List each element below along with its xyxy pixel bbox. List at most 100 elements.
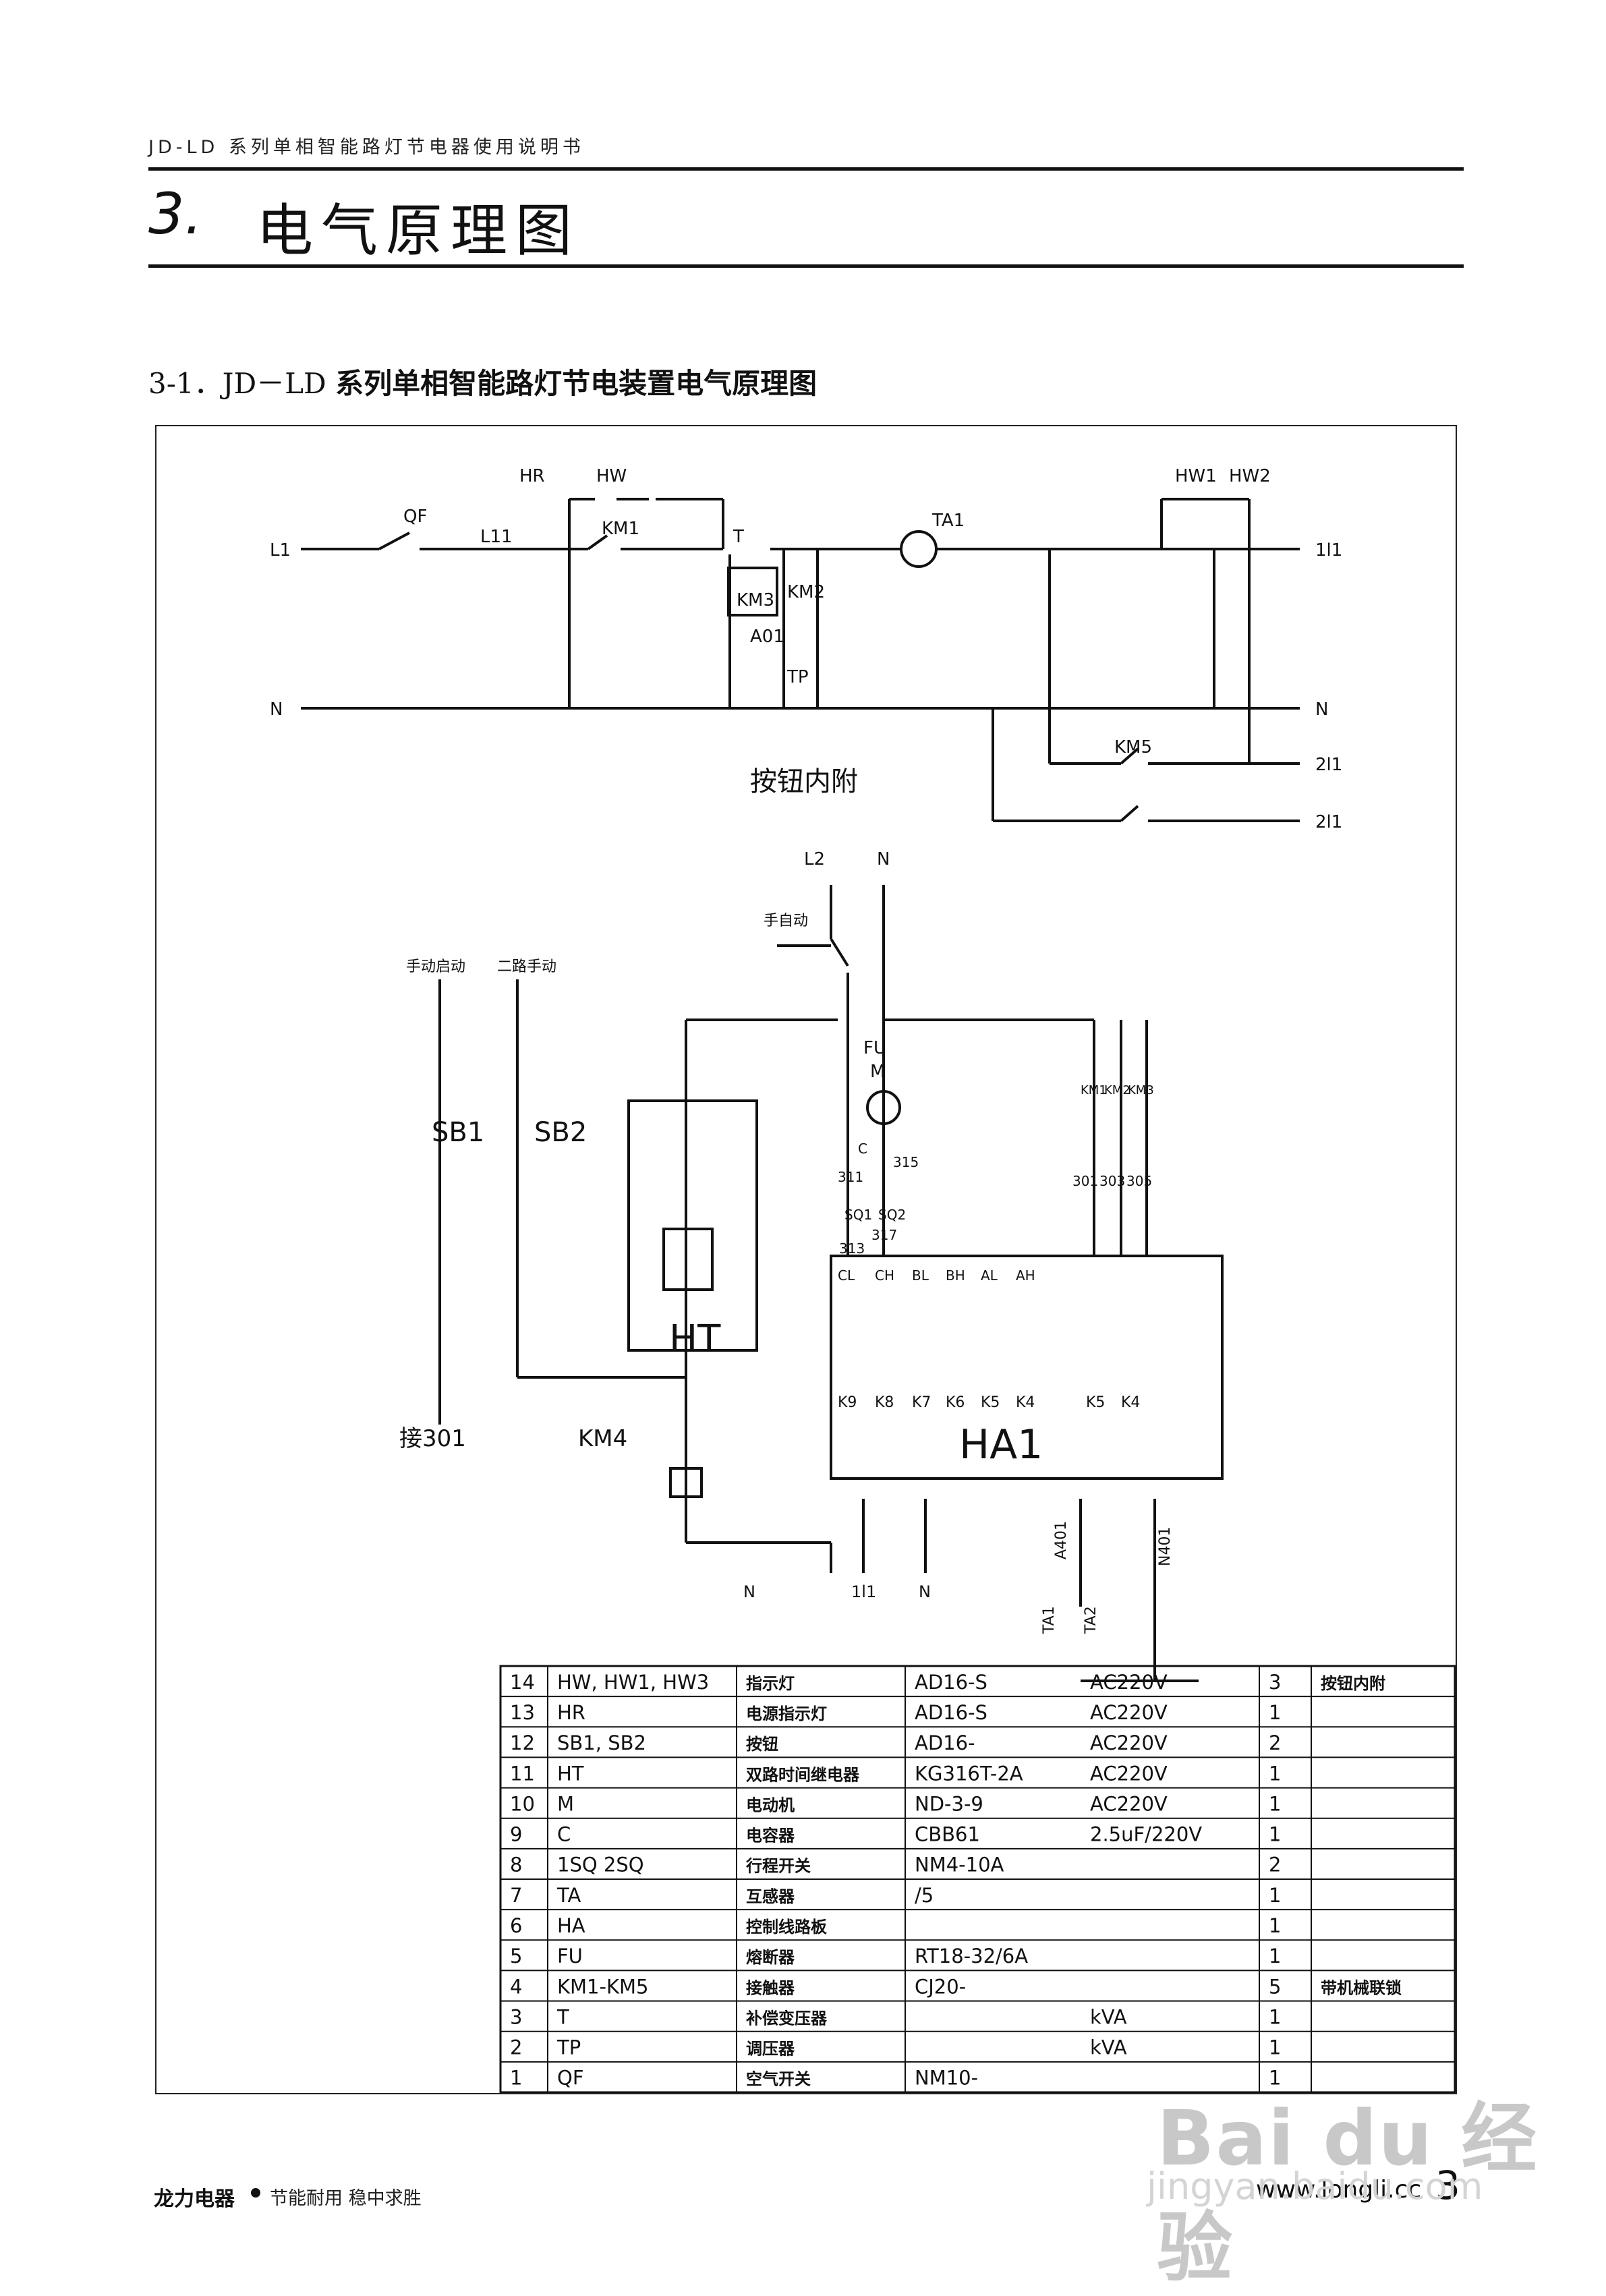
table-cell: AD16- xyxy=(915,1731,975,1754)
table-cell: 调压器 xyxy=(746,2040,795,2059)
table-cell: HW, HW1, HW3 xyxy=(557,1671,709,1694)
label-bh: BH xyxy=(946,1267,965,1284)
table-cell: 4 xyxy=(510,1975,522,1998)
label-out-n: N xyxy=(1315,699,1328,720)
table-cell: 2.5uF/220V xyxy=(1090,1823,1202,1846)
table-cell: 空气开关 xyxy=(746,2070,811,2089)
label-w315: 315 xyxy=(893,1154,919,1170)
footer-brand: 龙力电器 xyxy=(154,2187,235,2211)
label-qf: QF xyxy=(403,507,427,527)
label-out-2l1a: 2l1 xyxy=(1315,755,1342,775)
label-ha1: HA1 xyxy=(959,1421,1043,1468)
table-cell: NM10- xyxy=(915,2067,978,2090)
table-cell: 1 xyxy=(1269,2067,1281,2090)
table-cell: 5 xyxy=(510,1945,522,1968)
table-cell: AD16-S xyxy=(915,1671,987,1694)
section-rule xyxy=(148,264,1464,268)
label-tp: TP xyxy=(786,667,809,687)
label-coil-km1: KM1 xyxy=(1081,1083,1107,1097)
table-cell: 行程开关 xyxy=(745,1857,811,1876)
label-km4: KM4 xyxy=(578,1425,627,1452)
table-cell: 5 xyxy=(1269,1975,1281,1998)
subsection-code: 3-1．JD－LD xyxy=(148,367,326,400)
label-manual-start: 手动启动 xyxy=(406,958,465,975)
table-cell: 按钮 xyxy=(746,1735,778,1754)
table-cell: 1 xyxy=(1269,2005,1281,2028)
label-w311: 311 xyxy=(838,1169,863,1185)
diagram-frame xyxy=(155,425,1457,2094)
table-cell: 14 xyxy=(510,1671,535,1694)
table-cell: 3 xyxy=(510,2005,522,2028)
table-cell: 3 xyxy=(1269,1671,1281,1694)
table-cell: 1 xyxy=(1269,1792,1281,1815)
label-manual-auto: 手自动 xyxy=(764,913,808,929)
document-header: JD-LD 系列单相智能路灯节电器使用说明书 xyxy=(148,137,585,158)
table-cell: 1 xyxy=(510,2067,522,2090)
label-ch: CH xyxy=(875,1267,894,1284)
label-k7: K7 xyxy=(912,1394,931,1411)
label-n2: N xyxy=(877,849,890,869)
label-bot-n1: N xyxy=(743,1582,755,1601)
table-cell: AD16-S xyxy=(915,1701,987,1724)
label-w305: 305 xyxy=(1126,1173,1152,1189)
table-cell: SB1, SB2 xyxy=(557,1731,646,1754)
table-cell: RT18-32/6A xyxy=(915,1945,1028,1968)
table-cell: 12 xyxy=(510,1731,535,1754)
label-k8: K8 xyxy=(875,1394,894,1411)
label-k5: K5 xyxy=(981,1394,1000,1411)
table-cell: TP xyxy=(556,2036,581,2059)
footer-bullet xyxy=(251,2188,260,2198)
header-rule xyxy=(148,167,1464,171)
table-cell: 按钮内附 xyxy=(1321,1674,1385,1693)
footer-slogan: 节能耐用 稳中求胜 xyxy=(270,2188,422,2209)
label-ah: AH xyxy=(1016,1267,1035,1284)
table-cell: 2 xyxy=(1269,1854,1281,1876)
table-cell: AC220V xyxy=(1090,1762,1168,1785)
label-k6: K6 xyxy=(946,1394,965,1411)
label-km2: KM2 xyxy=(787,582,825,602)
label-hw2: HW2 xyxy=(1229,466,1271,486)
table-cell: 1 xyxy=(1269,1701,1281,1724)
table-cell: 1 xyxy=(1269,1914,1281,1937)
label-n: N xyxy=(270,699,283,720)
label-km5: KM5 xyxy=(1114,737,1152,757)
label-sb2: SB2 xyxy=(534,1117,587,1148)
watermark-sub: jingyan.baidu.com xyxy=(1147,2165,1483,2208)
label-l11: L11 xyxy=(480,527,513,547)
table-cell: 8 xyxy=(510,1854,522,1876)
table-cell: 互感器 xyxy=(746,1887,795,1906)
section-title: 电气原理图 xyxy=(256,198,581,264)
label-cl: CL xyxy=(838,1267,855,1284)
table-cell: 6 xyxy=(510,1914,522,1937)
label-a01: A01 xyxy=(750,627,784,647)
label-k4b: K4 xyxy=(1121,1394,1140,1411)
footer-url: www.longli.cc xyxy=(1256,2176,1422,2204)
table-cell: ND-3-9 xyxy=(915,1792,983,1815)
label-a401: A401 xyxy=(1053,1521,1070,1559)
label-w301: 301 xyxy=(1072,1173,1098,1189)
table-cell: 13 xyxy=(510,1701,535,1724)
label-sq1: SQ1 xyxy=(844,1207,872,1223)
label-conn-301: 接301 xyxy=(399,1425,466,1452)
table-cell: 1SQ 2SQ xyxy=(557,1854,644,1876)
table-cell: AC220V xyxy=(1090,1792,1168,1815)
table-cell: 控制线路板 xyxy=(746,1918,828,1936)
table-cell: HT xyxy=(557,1762,584,1785)
table-cell: AC220V xyxy=(1090,1671,1168,1694)
table-cell: 电源指示灯 xyxy=(746,1704,827,1723)
table-cell: CBB61 xyxy=(915,1823,980,1846)
table-cell: 1 xyxy=(1269,1884,1281,1907)
